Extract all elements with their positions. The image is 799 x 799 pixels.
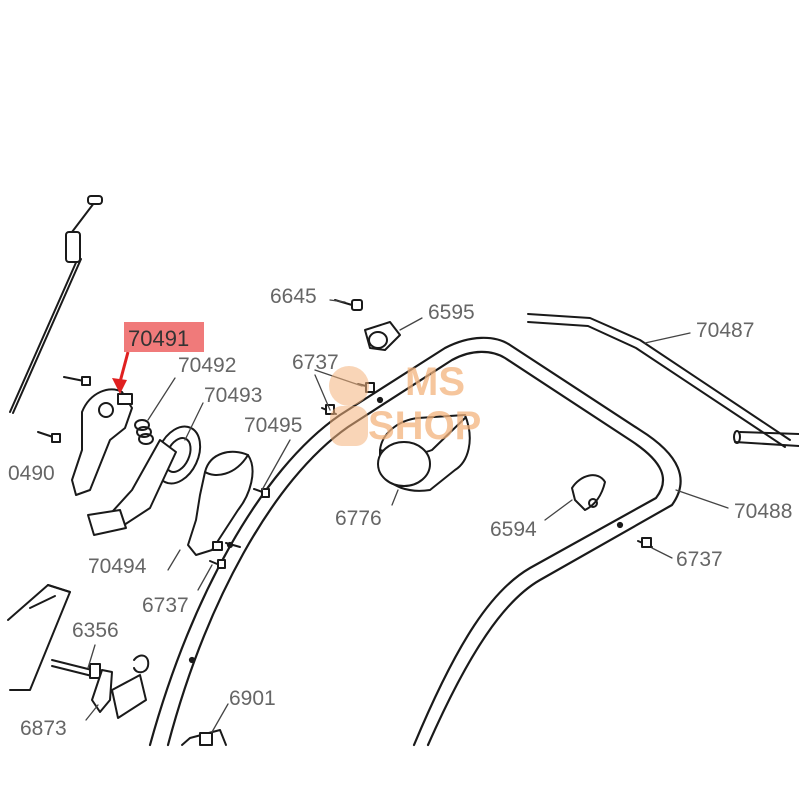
screws-left	[37, 376, 91, 443]
mascot-icon	[329, 366, 369, 446]
handle-bar-upper	[148, 336, 682, 747]
clamp-6873	[91, 654, 150, 719]
block-6776	[377, 414, 471, 492]
part-6901	[181, 729, 227, 746]
label-70494: 70494	[88, 555, 147, 578]
label-6595: 6595	[428, 301, 475, 324]
label-6594: 6594	[490, 518, 537, 541]
highlight-label-box: 70491	[124, 322, 204, 352]
clip-6594	[571, 474, 606, 511]
label-70495: 70495	[244, 414, 303, 437]
highlight-arrow	[112, 351, 130, 394]
clip-6595	[364, 321, 401, 351]
label-6737-top: 6737	[292, 351, 339, 374]
label-70488: 70488	[734, 500, 793, 523]
label-6356: 6356	[72, 619, 119, 642]
label-6901: 6901	[229, 687, 276, 710]
bolt-6356	[51, 659, 101, 679]
label-6873: 6873	[20, 717, 67, 740]
watermark-text-ms: MS	[405, 360, 465, 404]
watermark-text-shop: SHOP	[368, 404, 482, 448]
screw-6737-right	[637, 537, 653, 548]
label-6776: 6776	[335, 507, 382, 530]
watermark-logo	[318, 362, 380, 456]
label-6737-right: 6737	[676, 548, 723, 571]
lever-base-70491	[71, 388, 133, 496]
label-6645: 6645	[270, 285, 317, 308]
throttle-cable	[9, 195, 103, 414]
label-6737-bottom: 6737	[142, 594, 189, 617]
label-70493: 70493	[204, 384, 263, 407]
label-0490: 0490	[8, 462, 55, 485]
tube-lower-left	[7, 584, 71, 691]
bail-rod	[527, 313, 799, 448]
cover-70495	[187, 450, 254, 556]
lever-70494	[87, 439, 177, 536]
label-70492: 70492	[178, 354, 237, 377]
screws-6737-cover	[209, 488, 270, 569]
highlight-label: 70491	[128, 326, 190, 351]
spring-70492	[134, 419, 154, 445]
label-70487: 70487	[696, 319, 755, 342]
